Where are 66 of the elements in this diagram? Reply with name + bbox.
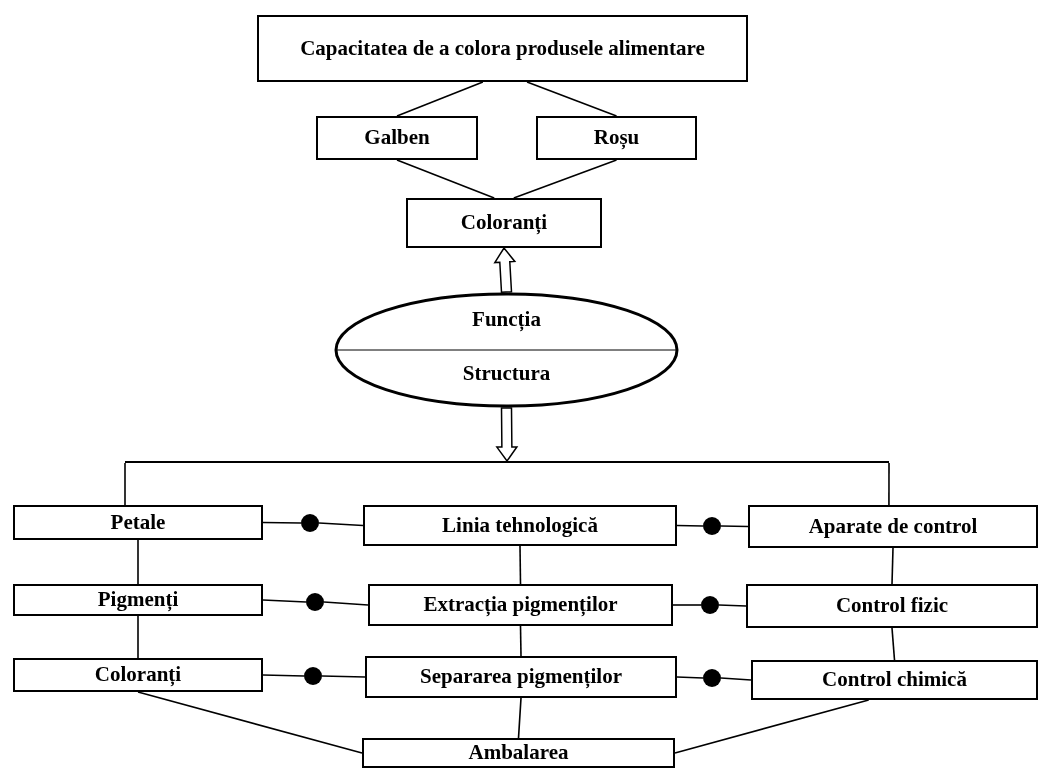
junction-dot xyxy=(304,667,322,685)
node-label: Structura xyxy=(461,361,552,385)
junction-dot xyxy=(703,517,721,535)
node-label: Galben xyxy=(364,126,430,150)
node-label: Capacitatea de a colora produsele alimentare xyxy=(300,36,705,61)
junction-dot xyxy=(701,596,719,614)
connector-line xyxy=(891,547,894,585)
process-box xyxy=(316,116,478,160)
connector-line xyxy=(137,615,139,659)
node-label: Roșu xyxy=(593,126,640,150)
node-label: Separarea pigmenților xyxy=(420,665,622,689)
node-label: Funcția xyxy=(471,308,542,332)
connector-line xyxy=(676,676,704,679)
connector-line xyxy=(676,524,704,527)
process-box xyxy=(368,584,673,626)
connector-line xyxy=(318,522,364,527)
process-box xyxy=(362,738,675,768)
connector-line xyxy=(124,462,126,506)
node-label: Control chimică xyxy=(822,668,967,692)
node-label: Petale xyxy=(110,510,166,535)
hollow-arrow xyxy=(495,407,519,463)
connector-line xyxy=(517,697,522,739)
connector-line xyxy=(891,627,896,661)
process-box xyxy=(746,584,1038,628)
node-label: Control fizic xyxy=(835,594,949,618)
junction-dot xyxy=(301,514,319,532)
connector-line xyxy=(262,674,305,677)
connector-line xyxy=(396,159,495,199)
node-label: Coloranți xyxy=(94,663,182,687)
hollow-arrow xyxy=(493,246,517,294)
connector-line xyxy=(396,81,484,117)
connector-line xyxy=(321,675,366,678)
connector-line xyxy=(262,599,307,603)
connector-line xyxy=(720,677,752,681)
connector-line xyxy=(674,699,870,754)
junction-dot xyxy=(703,669,721,687)
junction-dot xyxy=(306,593,324,611)
process-box xyxy=(13,584,263,616)
node-label: Aparate de control xyxy=(808,514,978,539)
process-box xyxy=(13,658,263,692)
connector-line xyxy=(720,525,749,528)
connector-line xyxy=(137,691,363,754)
process-box xyxy=(13,505,263,540)
connector-line xyxy=(519,625,522,657)
connector-line xyxy=(718,604,747,607)
node-label: Coloranți xyxy=(460,211,548,235)
process-box xyxy=(365,656,677,698)
node-label: Extracția pigmenților xyxy=(423,593,618,617)
node-label: Ambalarea xyxy=(468,741,569,765)
connector-line xyxy=(262,521,302,524)
connector-line xyxy=(513,159,618,199)
connector-line xyxy=(526,81,618,117)
ellipse-node xyxy=(334,292,679,408)
process-box xyxy=(748,505,1038,548)
node-label: Pigmenți xyxy=(97,588,179,612)
connector-line xyxy=(323,601,369,606)
connector-line xyxy=(672,604,702,606)
process-box xyxy=(751,660,1038,700)
process-box xyxy=(406,198,602,248)
process-box xyxy=(536,116,697,160)
connector-line xyxy=(137,539,139,585)
process-box xyxy=(257,15,748,82)
connector-line xyxy=(888,462,890,506)
node-label: Linia tehnologică xyxy=(442,513,598,538)
connector-line xyxy=(519,545,522,585)
process-box xyxy=(363,505,677,546)
